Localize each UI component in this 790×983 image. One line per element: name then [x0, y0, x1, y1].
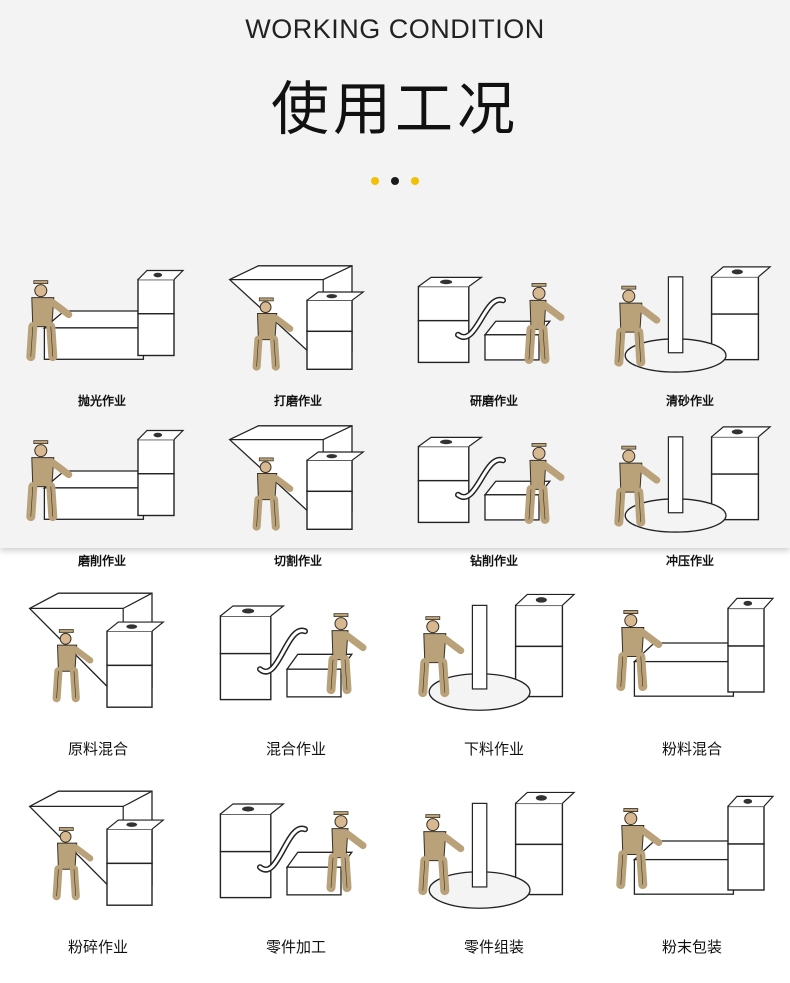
raw-material-mixer-icon — [28, 592, 165, 708]
bottom-label: 原料混合 — [67, 740, 128, 758]
top-cell-8: 冲压作业 — [600, 412, 780, 570]
mixing-machine-icon — [219, 605, 367, 701]
cutting-station-icon — [228, 425, 366, 531]
top-label: 研磨作业 — [469, 394, 518, 408]
bottom-label: 粉碎作业 — [67, 938, 128, 956]
bottom-cell-8: 粉末包装 — [602, 776, 782, 956]
top-label: 清砂作业 — [665, 394, 714, 408]
parts-assembly-icon — [418, 791, 576, 909]
working-condition-panel: WORKING CONDITION 使用工况 — [0, 0, 790, 548]
powder-packaging-icon — [616, 795, 775, 895]
grinding-booth-icon — [228, 265, 366, 371]
top-label: 磨削作业 — [77, 554, 126, 568]
top-label: 抛光作业 — [77, 394, 126, 408]
bottom-cell-1: 原料混合 — [8, 578, 188, 758]
top-cell-1: 抛光作业 — [12, 252, 192, 410]
decorative-dots — [0, 170, 790, 189]
bottom-cell-7: 零件组装 — [404, 776, 584, 956]
bottom-label: 混合作业 — [265, 740, 326, 758]
top-cell-6: 切割作业 — [208, 412, 388, 570]
lapping-station-icon — [417, 276, 565, 364]
section-title: 使用工况 — [270, 75, 519, 143]
bottom-cell-4: 粉料混合 — [602, 578, 782, 758]
parts-machining-icon — [219, 803, 367, 899]
crusher-icon — [28, 790, 165, 906]
bottom-label: 零件组装 — [463, 938, 524, 956]
bottom-cell-5: 粉碎作业 — [8, 776, 188, 956]
dot-left — [371, 176, 379, 185]
bottom-label: 下料作业 — [463, 740, 524, 758]
bottom-cell-3: 下料作业 — [404, 578, 584, 758]
top-cell-3: 研磨作业 — [404, 252, 584, 410]
bottom-label: 粉料混合 — [661, 740, 722, 758]
section-subtitle: WORKING CONDITION — [245, 14, 545, 44]
top-cell-5: 磨削作业 — [12, 412, 192, 570]
bottom-cell-6: 零件加工 — [206, 776, 386, 956]
bottom-label: 零件加工 — [265, 938, 326, 956]
top-cell-7: 钻削作业 — [404, 412, 584, 570]
drill-press-icon — [417, 436, 565, 524]
grinding-machine-icon — [26, 429, 185, 522]
dot-right — [411, 176, 419, 185]
top-cell-2: 打磨作业 — [208, 252, 388, 410]
top-label: 冲压作业 — [665, 554, 714, 568]
top-label: 打磨作业 — [273, 394, 322, 408]
bottom-label: 粉末包装 — [661, 938, 722, 956]
bottom-cell-2: 混合作业 — [206, 578, 386, 758]
top-label: 钻削作业 — [469, 554, 518, 568]
top-cell-4: 清砂作业 — [600, 252, 780, 410]
stamping-press-icon — [614, 426, 772, 533]
polishing-station-icon — [26, 269, 185, 362]
sand-cleaning-booth-icon — [614, 266, 772, 373]
top-label: 切割作业 — [273, 554, 322, 568]
dot-middle — [391, 176, 399, 185]
powder-mixer-icon — [616, 597, 775, 697]
feeding-station-icon — [418, 593, 576, 711]
